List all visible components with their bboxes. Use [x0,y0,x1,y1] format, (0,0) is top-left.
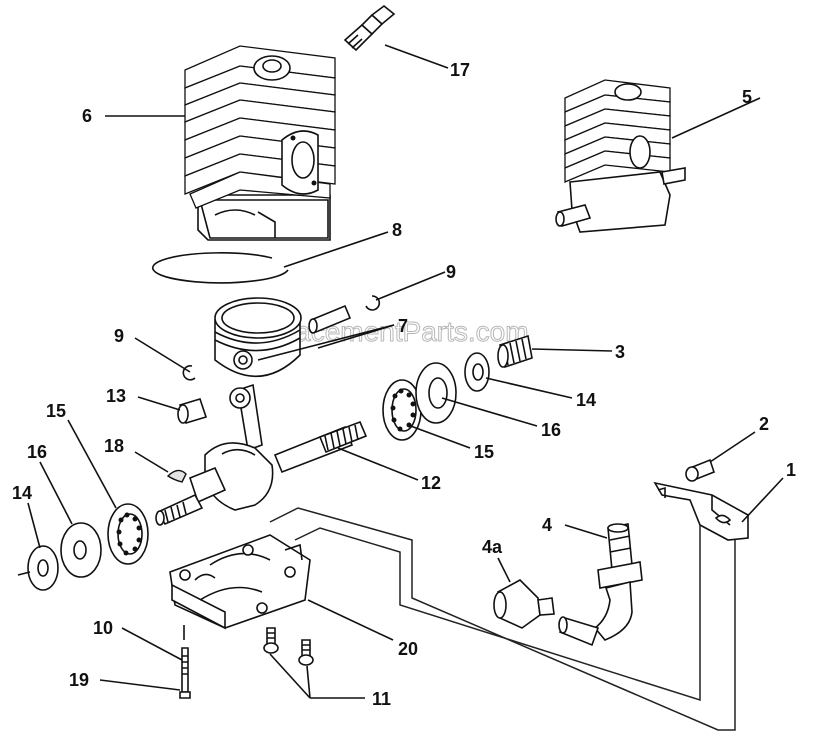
callout-19: 19 [69,670,89,690]
screw-part-11-b [298,639,314,666]
callout-14-right: 14 [576,390,596,410]
callout-9-right: 9 [446,262,456,282]
spark-plug-part-17 [343,4,396,52]
ball-bearing-part-15-right [382,379,422,441]
washer-part-14-left [27,545,59,591]
clip-part-9-left [182,365,196,381]
boot-part-4a [493,579,555,629]
callout-7: 7 [398,316,408,336]
clip-part-9-right [365,295,381,311]
callout-1: 1 [786,460,796,480]
harness-outline-outer [269,507,736,731]
engine-assembly-part-5 [555,79,686,233]
screw-part-11-a [263,627,279,654]
callout-15-right: 15 [474,442,494,462]
bracket-part-1 [653,481,749,541]
callout-16-left: 16 [27,442,47,462]
bolt-part-2 [685,458,715,482]
ball-bearing-part-15-left [107,503,149,565]
callout-16-right: 16 [541,420,561,440]
harness-outline-inner [294,525,701,702]
callout-10: 10 [93,618,113,638]
key-part-18 [166,469,187,483]
callout-11: 11 [372,689,391,709]
crankcase-part-20 [169,534,311,630]
callout-4a: 4a [482,537,503,557]
seal-part-16-left [60,522,102,578]
callout-20: 20 [398,639,418,659]
leader-lines [17,44,784,699]
callout-5: 5 [742,87,752,107]
callout-2: 2 [759,414,769,434]
crankshaft-part-12 [155,383,368,526]
nut-part-3 [497,334,533,369]
piston-ring-part-8 [151,252,289,284]
callout-12: 12 [421,473,441,493]
bolt-part-10-19 [179,625,191,699]
callout-13: 13 [106,386,126,406]
washer-part-14-right [464,352,490,392]
seal-part-16-right [415,362,457,424]
callout-3: 3 [615,342,625,362]
piston-part-7 [214,297,302,378]
piston-pin-part-7 [308,304,352,334]
callout-18: 18 [104,436,124,456]
callout-17: 17 [450,60,470,80]
callout-9-left: 9 [114,326,124,346]
fitting-part-4 [558,523,643,647]
callout-14-left: 14 [12,483,32,503]
bearing-part-13 [177,398,208,424]
callout-6: 6 [82,106,92,126]
callout-15-left: 15 [46,401,66,421]
callout-8: 8 [392,220,402,240]
callout-4: 4 [542,515,552,535]
cylinder-part-6 [184,45,336,241]
